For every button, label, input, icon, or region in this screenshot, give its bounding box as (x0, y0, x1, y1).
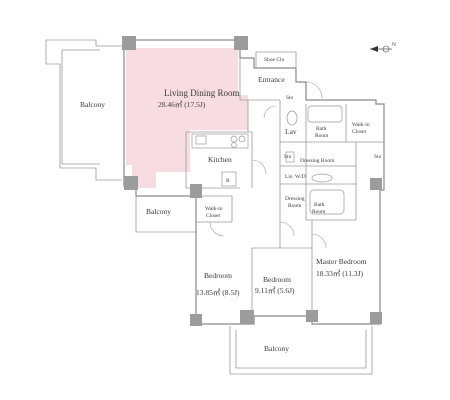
balcony-left (45, 39, 122, 181)
bedroom-2-label: Bedroom (263, 275, 291, 284)
dressing-room-label-1: Dressing Room (300, 158, 335, 164)
bath-room-label-2-line2: Room (312, 209, 326, 215)
shoe-closet-label: Shoe Clo (264, 57, 285, 63)
kitchen-fixtures (191, 133, 249, 187)
storage-label-3: Sto (374, 154, 382, 160)
storage-label-2: Sto (284, 154, 292, 160)
bath-room-label-1-line2: Room (315, 133, 329, 139)
storage-label-1: Sto (286, 95, 294, 101)
washer-dryer-label: W/D (295, 174, 306, 180)
balcony-mid-label: Balcony (146, 207, 171, 216)
refrigerator-label: R (226, 178, 230, 184)
master-bedroom-area: 18.33㎡ (11.3J) (316, 269, 364, 278)
walkin-closet-label-2-line1: Walk-in (205, 206, 223, 212)
balcony-left-label: Balcony (80, 100, 105, 109)
kitchen-label: Kitchen (208, 155, 232, 164)
bedroom-1-label: Bedroom (204, 271, 232, 280)
living-dining-highlight (126, 48, 248, 188)
compass-label: N (392, 42, 396, 48)
dressing-room-label-2-line1: Dressing (285, 196, 305, 202)
balcony-bottom-label: Balcony (264, 344, 289, 353)
living-dining-label: Living Dining Room (164, 88, 240, 98)
entrance-label: Entrance (258, 75, 285, 84)
bath-room-label-2-line1: Bath (314, 202, 325, 208)
walkin-closet-label-1-line2: Closet (352, 129, 367, 135)
bath-room-label-1-line1: Bath (316, 126, 327, 132)
master-bedroom-label: Master Bedroom (316, 257, 367, 266)
walkin-closet-label-1-line1: Walk-in (352, 122, 370, 128)
bedroom-2-area: 9.11㎡ (5.6J) (255, 286, 295, 295)
linen-label: Lin (285, 174, 293, 180)
door-swings (209, 81, 327, 249)
balcony-bottom (229, 326, 373, 375)
dressing-room-label-2-line2: Room (288, 203, 302, 209)
compass-icon: N (370, 42, 396, 53)
structural-pillars (122, 36, 382, 326)
walkin-closet-label-2-line2: Closet (206, 213, 221, 219)
lav-label: Lav (285, 127, 297, 136)
bath-fixtures (285, 105, 345, 215)
bedroom-1-area: 13.85㎡ (8.5J) (196, 288, 240, 297)
living-dining-area: 28.46㎡ (17.5J) (158, 100, 206, 109)
